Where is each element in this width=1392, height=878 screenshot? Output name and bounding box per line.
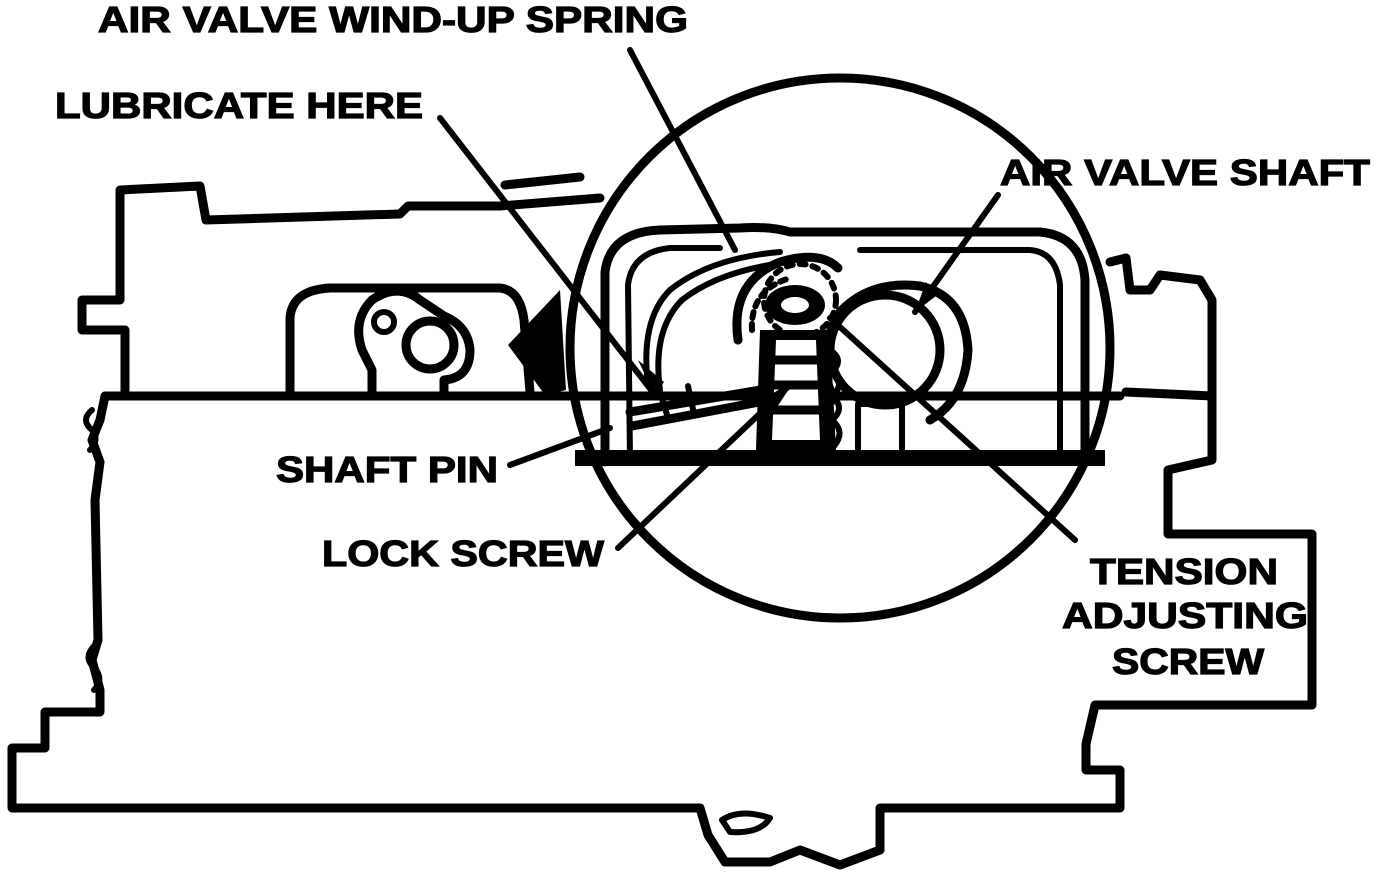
callouts: AIR VALVE WIND-UP SPRING LUBRICATE HERE … [54, 0, 1370, 683]
label-lock-screw: LOCK SCREW [322, 533, 604, 574]
choke-housing [285, 283, 566, 397]
arrow-pointer-shape [508, 290, 566, 395]
label-tension-adjusting-screw-line3: SCREW [1112, 641, 1264, 682]
label-air-valve-wind-up-spring: AIR VALVE WIND-UP SPRING [98, 0, 688, 40]
leader-lock-screw [615, 382, 793, 551]
label-lubricate-here: LUBRICATE HERE [55, 85, 423, 126]
label-air-valve-shaft: AIR VALVE SHAFT [1000, 152, 1370, 193]
label-shaft-pin: SHAFT PIN [276, 449, 498, 490]
label-tension-adjusting-screw-line1: TENSION [1090, 551, 1278, 592]
leader-wind-up-spring [627, 47, 738, 253]
leader-shaft-pin [507, 425, 613, 468]
label-tension-adjusting-screw-line2: ADJUSTING [1062, 595, 1308, 636]
leader-lubricate-here [437, 115, 658, 398]
leader-lines [437, 47, 1078, 551]
leader-tension-adjusting-screw [827, 315, 1078, 543]
carburetor-body [7, 172, 1317, 870]
magnified-view [565, 73, 1115, 623]
